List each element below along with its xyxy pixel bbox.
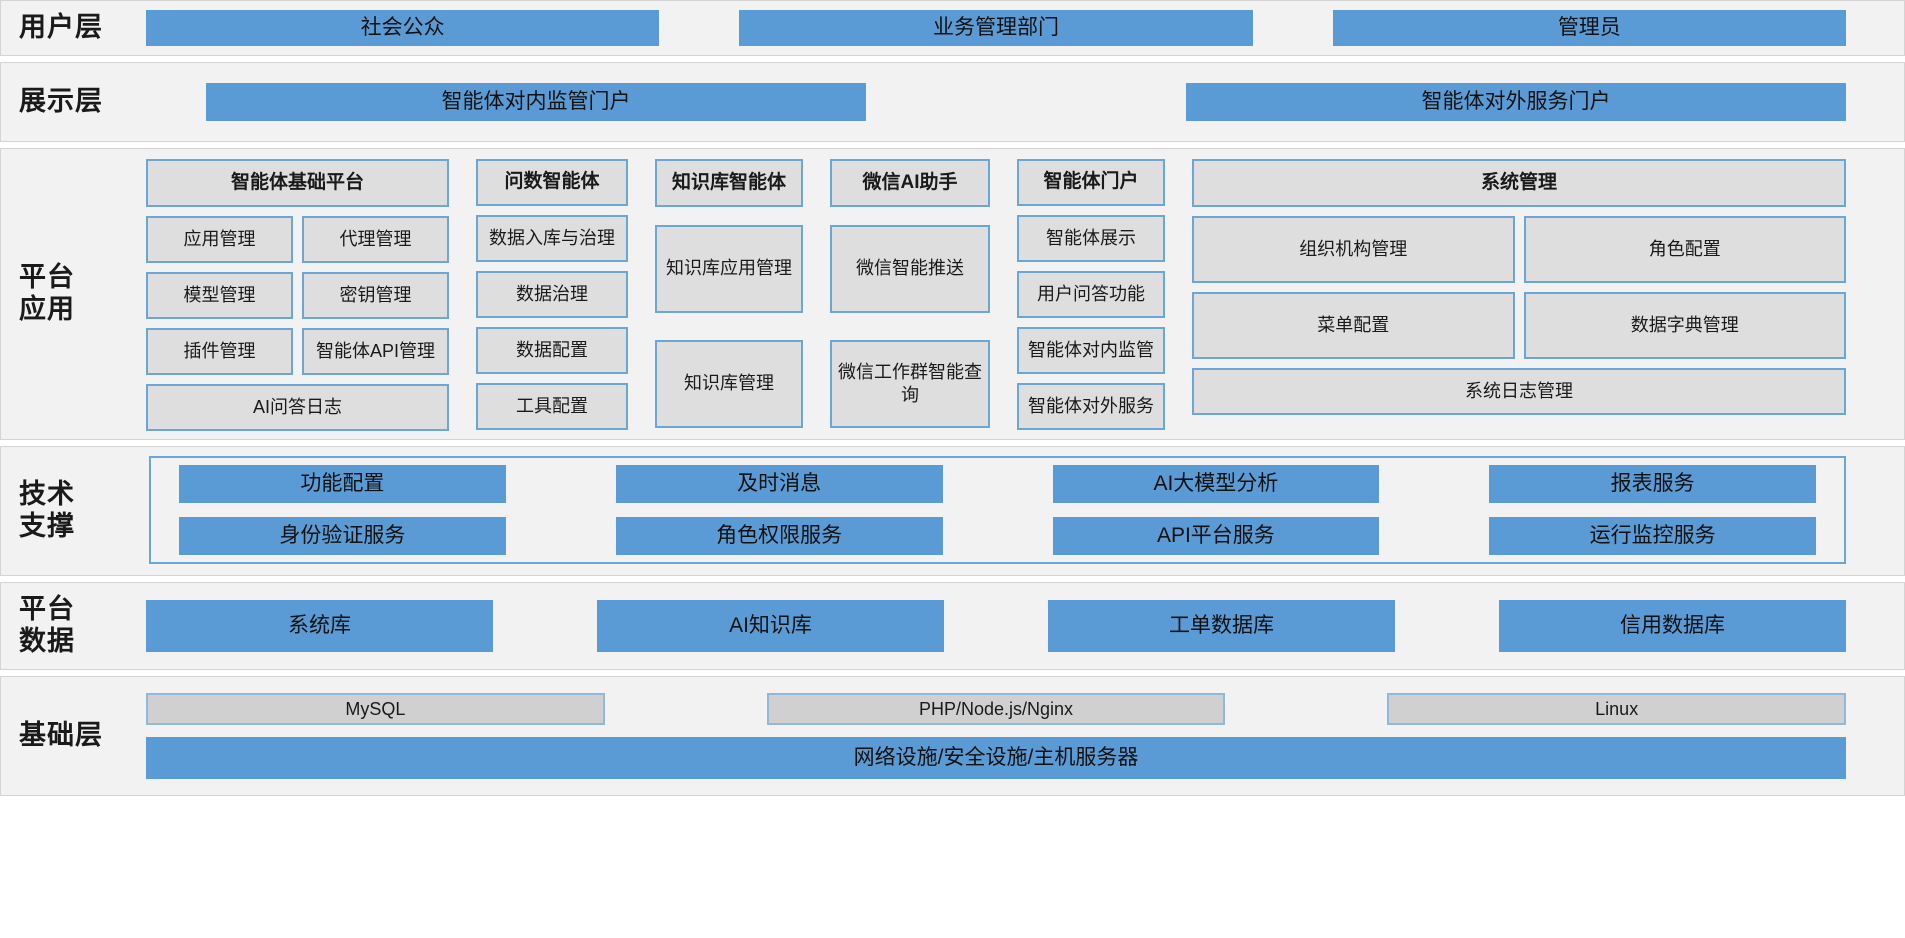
layer-platform-application: 平台 应用 智能体基础平台 应用管理 代理管理 模型管理 密钥管理 <box>0 148 1905 440</box>
layer-label-tech-line2: 支撑 <box>19 511 75 541</box>
platform-row: 组织机构管理 角色配置 <box>1192 216 1846 283</box>
column-head-data-query-agent[interactable]: 问数智能体 <box>476 159 628 206</box>
tech-box-role-permission-service[interactable]: 角色权限服务 <box>615 517 943 555</box>
item-tool-configuration[interactable]: 工具配置 <box>476 383 628 430</box>
layer-body-platform-data: 系统库 AI知识库 工单数据库 信用数据库 <box>141 583 1904 669</box>
column-head-knowledge-base-agent[interactable]: 知识库智能体 <box>655 159 803 207</box>
item-kb-management[interactable]: 知识库管理 <box>655 340 803 428</box>
column-head-agent-base[interactable]: 智能体基础平台 <box>146 159 449 207</box>
layer-label-infrastructure: 基础层 <box>1 677 141 795</box>
item-kb-app-management[interactable]: 知识库应用管理 <box>655 225 803 313</box>
column-head-system-management[interactable]: 系统管理 <box>1192 159 1846 207</box>
item-data-configuration[interactable]: 数据配置 <box>476 327 628 374</box>
presentation-box-external-portal[interactable]: 智能体对外服务门户 <box>1186 83 1846 121</box>
item-agent-external-service[interactable]: 智能体对外服务 <box>1017 383 1165 430</box>
layer-label-platform-application: 平台 应用 <box>1 149 141 439</box>
platform-row: 模型管理 密钥管理 <box>146 272 449 319</box>
item-key-management[interactable]: 密钥管理 <box>302 272 449 319</box>
item-agent-showcase[interactable]: 智能体展示 <box>1017 215 1165 262</box>
layer-infrastructure: 基础层 MySQL PHP/Node.js/Nginx Linux 网络设施/安… <box>0 676 1905 796</box>
tech-box-api-platform-service[interactable]: API平台服务 <box>1052 517 1380 555</box>
infra-box-mysql[interactable]: MySQL <box>146 693 605 725</box>
item-role-configuration[interactable]: 角色配置 <box>1523 216 1846 283</box>
layer-body-user: 社会公众 业务管理部门 管理员 <box>141 1 1904 55</box>
layer-body-tech-support: 功能配置 及时消息 AI大模型分析 报表服务 身份验证服务 角色权限服务 API… <box>141 447 1904 575</box>
layer-label-tech-line1: 技术 <box>19 479 75 510</box>
item-menu-configuration[interactable]: 菜单配置 <box>1192 292 1515 359</box>
tech-box-function-config[interactable]: 功能配置 <box>179 465 506 503</box>
item-org-structure-management[interactable]: 组织机构管理 <box>1192 216 1515 283</box>
item-agent-api-management[interactable]: 智能体API管理 <box>302 328 449 375</box>
platform-column-data-query-agent: 问数智能体 数据入库与治理 数据治理 数据配置 工具配置 <box>476 159 628 431</box>
item-agent-internal-supervision[interactable]: 智能体对内监管 <box>1017 327 1165 374</box>
layer-label-presentation: 展示层 <box>1 63 141 141</box>
tech-box-report-service[interactable]: 报表服务 <box>1489 465 1816 503</box>
tech-box-ai-llm-analysis[interactable]: AI大模型分析 <box>1052 465 1380 503</box>
layer-user: 用户层 社会公众 业务管理部门 管理员 <box>0 0 1905 56</box>
data-box-work-order-db[interactable]: 工单数据库 <box>1048 600 1395 652</box>
platform-column-knowledge-base-agent: 知识库智能体 知识库应用管理 知识库管理 <box>655 159 803 431</box>
data-box-credit-db[interactable]: 信用数据库 <box>1499 600 1846 652</box>
layer-body-platform-application: 智能体基础平台 应用管理 代理管理 模型管理 密钥管理 插件管理 智能体API管… <box>141 149 1904 439</box>
column-head-wechat-ai-assistant[interactable]: 微信AI助手 <box>830 159 990 207</box>
layer-label-platform-line2: 应用 <box>19 294 75 324</box>
item-system-log-management[interactable]: 系统日志管理 <box>1192 368 1846 415</box>
data-box-ai-knowledge-db[interactable]: AI知识库 <box>597 600 944 652</box>
layer-label-data-line2: 数据 <box>19 626 75 656</box>
layer-label-tech-support: 技术 支撑 <box>1 447 141 575</box>
layer-label-platform-data: 平台 数据 <box>1 583 141 669</box>
column-head-agent-portal[interactable]: 智能体门户 <box>1017 159 1165 206</box>
layer-tech-support: 技术 支撑 功能配置 及时消息 AI大模型分析 报表服务 身份验证服务 角色权限… <box>0 446 1905 576</box>
layer-label-platform-line1: 平台 <box>19 262 75 293</box>
platform-column-system-management: 系统管理 组织机构管理 角色配置 菜单配置 数据字典管理 系统日志管理 <box>1192 159 1846 431</box>
tech-support-row-1: 功能配置 及时消息 AI大模型分析 报表服务 <box>179 465 1816 503</box>
item-wechat-smart-push[interactable]: 微信智能推送 <box>830 225 990 313</box>
layer-label-user: 用户层 <box>1 1 141 55</box>
item-user-qa-function[interactable]: 用户问答功能 <box>1017 271 1165 318</box>
user-box-admin[interactable]: 管理员 <box>1332 10 1846 46</box>
platform-row: 插件管理 智能体API管理 <box>146 328 449 375</box>
platform-row: 菜单配置 数据字典管理 <box>1192 292 1846 359</box>
data-box-system-db[interactable]: 系统库 <box>146 600 493 652</box>
item-data-governance[interactable]: 数据治理 <box>476 271 628 318</box>
item-app-management[interactable]: 应用管理 <box>146 216 293 263</box>
infrastructure-row: MySQL PHP/Node.js/Nginx Linux <box>146 693 1847 725</box>
item-plugin-management[interactable]: 插件管理 <box>146 328 293 375</box>
infra-box-network-security-host[interactable]: 网络设施/安全设施/主机服务器 <box>146 737 1846 779</box>
infra-box-linux[interactable]: Linux <box>1387 693 1847 725</box>
tech-box-instant-message[interactable]: 及时消息 <box>615 465 943 503</box>
layer-body-presentation: 智能体对内监管门户 智能体对外服务门户 <box>141 63 1904 141</box>
item-wechat-group-smart-query[interactable]: 微信工作群智能查询 <box>830 340 990 428</box>
layer-label-presentation-text: 展示层 <box>19 86 103 117</box>
layer-presentation: 展示层 智能体对内监管门户 智能体对外服务门户 <box>0 62 1905 142</box>
presentation-box-internal-portal[interactable]: 智能体对内监管门户 <box>206 83 866 121</box>
platform-column-wechat-ai-assistant: 微信AI助手 微信智能推送 微信工作群智能查询 <box>830 159 990 431</box>
layer-body-infrastructure: MySQL PHP/Node.js/Nginx Linux 网络设施/安全设施/… <box>141 677 1904 795</box>
item-agent-management[interactable]: 代理管理 <box>302 216 449 263</box>
item-ai-qa-log[interactable]: AI问答日志 <box>146 384 449 431</box>
tech-support-row-2: 身份验证服务 角色权限服务 API平台服务 运行监控服务 <box>179 517 1816 555</box>
layer-label-data-line1: 平台 <box>19 594 75 625</box>
layer-label-user-text: 用户层 <box>19 12 103 43</box>
platform-column-agent-portal: 智能体门户 智能体展示 用户问答功能 智能体对内监管 智能体对外服务 <box>1017 159 1165 431</box>
layer-label-infrastructure-text: 基础层 <box>19 720 103 751</box>
item-model-management[interactable]: 模型管理 <box>146 272 293 319</box>
infra-box-php-node-nginx[interactable]: PHP/Node.js/Nginx <box>766 693 1226 725</box>
tech-box-identity-auth-service[interactable]: 身份验证服务 <box>179 517 506 555</box>
user-box-public[interactable]: 社会公众 <box>146 10 660 46</box>
user-box-business-dept[interactable]: 业务管理部门 <box>739 10 1253 46</box>
platform-row: 应用管理 代理管理 <box>146 216 449 263</box>
item-data-ingest-governance[interactable]: 数据入库与治理 <box>476 215 628 262</box>
item-data-dictionary-management[interactable]: 数据字典管理 <box>1523 292 1846 359</box>
platform-column-agent-base: 智能体基础平台 应用管理 代理管理 模型管理 密钥管理 插件管理 智能体API管… <box>146 159 449 431</box>
tech-box-runtime-monitor-service[interactable]: 运行监控服务 <box>1489 517 1816 555</box>
layer-platform-data: 平台 数据 系统库 AI知识库 工单数据库 信用数据库 <box>0 582 1905 670</box>
